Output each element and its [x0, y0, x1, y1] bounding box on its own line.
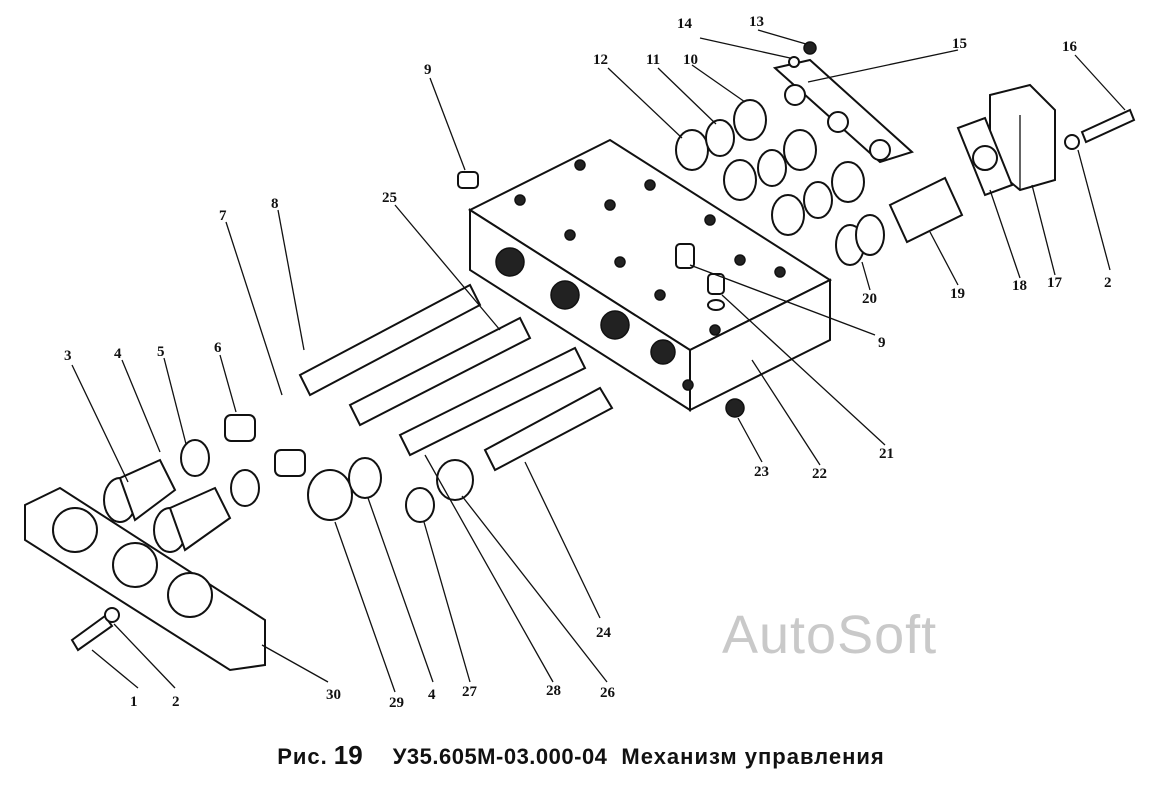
callout-13: 13	[749, 14, 764, 30]
gasket-18	[956, 116, 1014, 197]
callout-9-top: 9	[424, 62, 432, 78]
callout-30: 30	[326, 687, 341, 703]
caps-3	[103, 458, 232, 553]
callout-10: 10	[683, 52, 698, 68]
callout-22: 22	[812, 466, 827, 482]
callout-8: 8	[271, 196, 279, 212]
callout-19: 19	[950, 286, 965, 302]
caption-fig-number: 19	[333, 740, 363, 770]
sleeve-19-spring-20	[835, 176, 964, 266]
bolt-13-14	[788, 41, 817, 68]
callout-17: 17	[1047, 275, 1063, 291]
spool-1	[298, 283, 482, 397]
callout-27: 27	[462, 684, 478, 700]
bolt-16	[1064, 108, 1136, 150]
callout-23: 23	[754, 464, 769, 480]
leader-lines	[71, 29, 1126, 693]
callout-15: 15	[952, 36, 967, 52]
callout-9-right: 9	[878, 335, 886, 351]
caption-part-code: У35.605М-03.000-04	[392, 744, 608, 769]
inserts-on-body	[675, 243, 725, 311]
nuts-29-26	[307, 459, 474, 521]
callout-labels: 1 2 2 3 4 4 5 6 7 8 9 9 10 11 12 13 14 1…	[64, 14, 1112, 711]
callout-14: 14	[677, 16, 693, 32]
callout-2-right: 2	[1104, 275, 1112, 291]
flange-30	[24, 486, 266, 672]
rings-4-27	[348, 457, 435, 523]
callout-25: 25	[382, 190, 397, 206]
springs-5	[180, 439, 260, 507]
callout-1: 1	[130, 694, 138, 710]
callout-18: 18	[1012, 278, 1027, 294]
callout-20: 20	[862, 291, 877, 307]
callout-6: 6	[214, 340, 222, 356]
bushes-6-7	[224, 414, 306, 477]
callout-12: 12	[593, 52, 608, 68]
callout-7: 7	[219, 208, 227, 224]
callout-5: 5	[157, 344, 165, 360]
callout-3: 3	[64, 348, 72, 364]
callout-11: 11	[646, 52, 660, 68]
spool-4	[483, 386, 614, 472]
callout-29: 29	[389, 695, 404, 711]
seal-rings-group	[675, 99, 865, 236]
callout-21: 21	[879, 446, 894, 462]
watermark-text: AutoSoft	[722, 605, 938, 665]
valve-body	[467, 138, 833, 412]
callout-4-top: 4	[114, 346, 122, 362]
caption-title: Механизм управления	[621, 744, 885, 769]
figure-caption: Рис.19 У35.605М-03.000-04 Механизм управле…	[0, 740, 1162, 771]
nut-23	[725, 398, 745, 418]
caption-fig-prefix: Рис.	[277, 744, 328, 769]
callout-2-bottom: 2	[172, 694, 180, 710]
callout-26: 26	[600, 685, 616, 701]
callout-16: 16	[1062, 39, 1078, 55]
callout-28: 28	[546, 683, 561, 699]
gasket-15	[772, 58, 914, 164]
spool-3	[398, 346, 587, 457]
plug-9-top	[457, 171, 479, 189]
callout-24: 24	[596, 625, 612, 641]
callout-4-bottom: 4	[428, 687, 436, 703]
bolt-1-washer-2	[70, 607, 120, 652]
spool-2	[348, 316, 532, 427]
